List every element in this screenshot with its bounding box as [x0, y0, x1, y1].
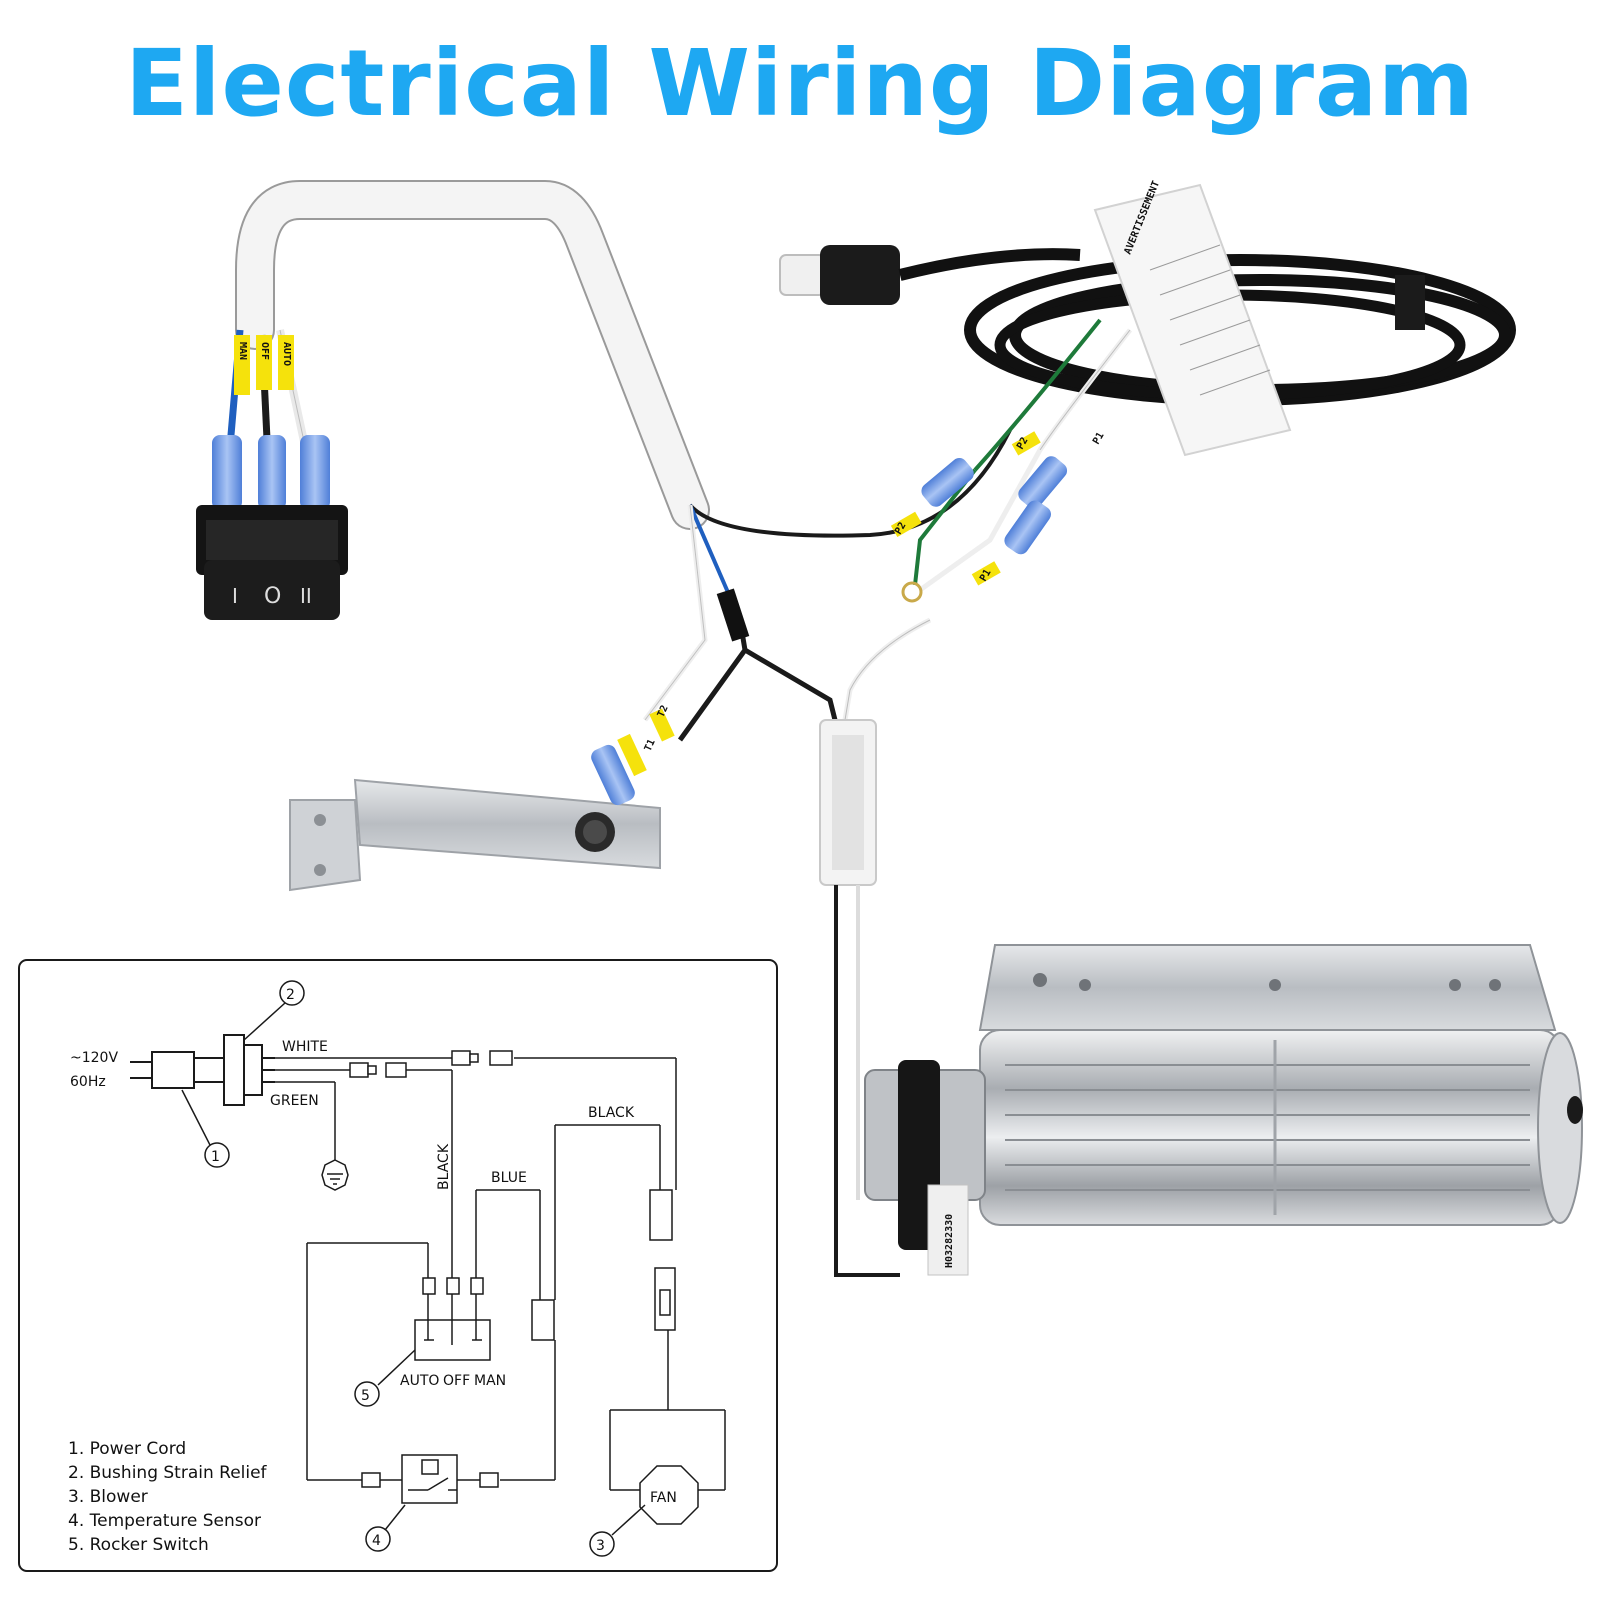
label-green: GREEN	[270, 1093, 319, 1109]
legend-item-1: 1. Power Cord	[68, 1439, 186, 1459]
switch-pos-man: MAN	[474, 1373, 506, 1389]
tag-man	[234, 335, 250, 395]
schematic-plug	[130, 1034, 275, 1106]
tag-auto	[278, 335, 294, 390]
switch-pos-auto: AUTO	[400, 1373, 439, 1389]
rocker-switch: I O II	[196, 505, 348, 620]
legend-item-2: 2. Bushing Strain Relief	[68, 1463, 268, 1483]
supply-frequency: 60Hz	[70, 1074, 106, 1090]
switch-face-i: I	[232, 584, 238, 608]
supply-voltage: ~120V	[70, 1050, 118, 1066]
schematic-connectors	[349, 1050, 676, 1488]
tag-man-text: MAN	[237, 342, 248, 360]
tag-t2-text: T2	[656, 704, 671, 720]
callout-4-text: 4	[372, 1533, 381, 1549]
label-blue: BLUE	[491, 1170, 527, 1186]
page-title: Electrical Wiring Diagram	[125, 30, 1475, 137]
blower-fan: H03282330	[864, 944, 1583, 1276]
schematic-legend: 1. Power Cord 2. Bushing Strain Relief 3…	[68, 1439, 268, 1555]
switch-leads: MAN OFF AUTO	[224, 329, 312, 471]
fan-label: FAN	[650, 1490, 677, 1506]
callout-1	[204, 1142, 230, 1168]
white-sheathed-cable	[235, 180, 710, 530]
tag-p2-a-text: P2	[893, 521, 909, 537]
callout-5	[354, 1381, 380, 1407]
switch-face-o: O	[264, 584, 281, 609]
callout-2	[279, 980, 305, 1006]
tag-t1-text: T1	[643, 738, 658, 754]
schematic-wires	[275, 1057, 726, 1491]
legend-item-3: 3. Blower	[68, 1487, 148, 1507]
callout-3	[589, 1531, 615, 1557]
tag-p1-a-text: P1	[978, 568, 994, 584]
schematic-fan	[639, 1465, 699, 1525]
cable-breakout-wires	[643, 429, 1012, 742]
callout-5-text: 5	[361, 1388, 370, 1404]
switch-pos-off: OFF	[443, 1373, 470, 1389]
schematic-temperature-sensor	[380, 1454, 480, 1504]
tag-off-text: OFF	[259, 342, 270, 360]
tag-auto-text: AUTO	[281, 342, 292, 366]
label-black-top: BLACK	[588, 1105, 635, 1121]
schematic-rocker-switch	[414, 1294, 491, 1361]
callout-1-text: 1	[211, 1149, 220, 1165]
temperature-sensor-bracket: T1 T2	[289, 704, 675, 892]
schematic-panel: ~120V 60Hz 1 2	[18, 959, 778, 1572]
callout-2-text: 2	[286, 987, 295, 1003]
tag-p1-b-text: P1	[1091, 431, 1107, 447]
warning-tag: AVERTISSEMENT	[1093, 179, 1292, 457]
fan-part-number: H03282330	[944, 1214, 955, 1268]
tag-p2-b-text: P2	[1015, 436, 1031, 452]
legend-item-5: 5. Rocker Switch	[68, 1535, 209, 1555]
schematic-border	[18, 959, 778, 1572]
label-white: WHITE	[282, 1039, 328, 1055]
ground-symbol	[321, 1159, 349, 1191]
tag-off	[256, 335, 272, 390]
legend-item-4: 4. Temperature Sensor	[68, 1511, 261, 1531]
switch-spade-connectors	[212, 435, 330, 510]
callout-3-text: 3	[596, 1538, 605, 1554]
switch-face-ii: II	[300, 584, 312, 608]
callout-4	[365, 1526, 391, 1552]
inline-connector	[819, 617, 932, 1277]
label-black-vertical: BLACK	[436, 1143, 452, 1190]
